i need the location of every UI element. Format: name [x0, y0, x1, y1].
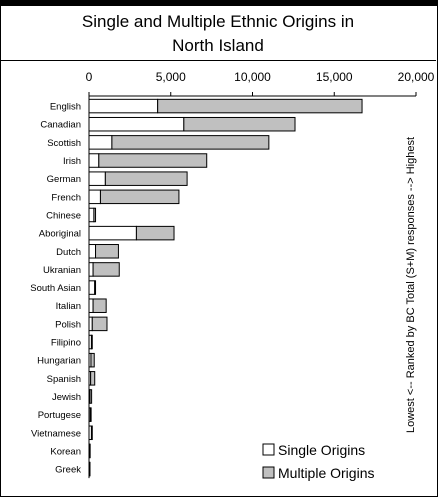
- bar-single-origins: [88, 189, 101, 205]
- bar-multiple-origins: [183, 116, 296, 132]
- category-label: Vietnamese: [31, 428, 81, 439]
- x-tick-label: 20,000: [398, 70, 435, 84]
- bar-multiple-origins: [94, 280, 97, 295]
- category-label: Spanish: [47, 374, 81, 385]
- bar-multiple-origins: [111, 135, 270, 150]
- category-label: Aboriginal: [39, 229, 81, 240]
- bar-multiple-origins: [89, 389, 93, 404]
- top-bar: [0, 0, 438, 6]
- category-label: Polish: [55, 319, 81, 330]
- category-label: Dutch: [56, 247, 81, 258]
- chart-title-line-2: North Island: [172, 36, 264, 55]
- bar-single-origins: [88, 153, 100, 168]
- category-label: Greek: [55, 465, 81, 476]
- bar-single-origins: [88, 116, 185, 132]
- bar-multiple-origins: [90, 425, 93, 441]
- bar-single-origins: [88, 244, 97, 259]
- category-label: Chinese: [46, 210, 81, 221]
- legend-label-multiple: Multiple Origins: [278, 465, 374, 481]
- bar-multiple-origins: [93, 207, 97, 223]
- bar-single-origins: [88, 207, 95, 223]
- side-rank-label: Lowest <-- Ranked by BC Total (S+M) resp…: [405, 137, 417, 433]
- bar-multiple-origins: [89, 443, 91, 459]
- category-label: Hungarian: [37, 356, 81, 367]
- legend-label-single: Single Origins: [278, 442, 365, 458]
- x-tick-label: 10,000: [234, 70, 271, 84]
- category-label: Portugese: [38, 410, 81, 421]
- bar-multiple-origins: [99, 189, 180, 205]
- bar-single-origins: [88, 280, 96, 295]
- category-label: Jewish: [52, 392, 81, 403]
- category-label: English: [50, 102, 81, 113]
- bar-single-origins: [88, 225, 137, 241]
- bar-single-origins: [88, 262, 94, 277]
- category-label: Korean: [50, 446, 81, 457]
- x-tick-label: 15,000: [316, 70, 353, 84]
- bar-multiple-origins: [91, 316, 108, 332]
- chart-title: Single and Multiple Ethnic Origins in No…: [0, 6, 436, 61]
- category-label: Filipino: [51, 338, 81, 349]
- bar-multiple-origins: [98, 153, 208, 168]
- bar-multiple-origins: [157, 98, 363, 114]
- bar-single-origins: [88, 135, 113, 150]
- category-label: Irish: [63, 156, 81, 167]
- category-label: Canadian: [40, 120, 81, 131]
- bar-multiple-origins: [92, 298, 107, 313]
- bar-single-origins: [88, 171, 106, 186]
- bar-multiple-origins: [90, 334, 93, 350]
- bar-multiple-origins: [104, 171, 188, 186]
- bar-single-origins: [88, 298, 94, 313]
- x-tick-label: 0: [86, 70, 93, 84]
- category-label: Ukranian: [43, 265, 81, 276]
- category-label: German: [47, 174, 81, 185]
- x-tick-label: 5,000: [156, 70, 186, 84]
- category-label: French: [51, 192, 81, 203]
- chart-title-line-1: Single and Multiple Ethnic Origins in: [81, 12, 355, 31]
- bar-multiple-origins: [89, 407, 92, 422]
- category-label: South Asian: [30, 283, 81, 294]
- category-label: Scottish: [47, 138, 81, 149]
- bar-multiple-origins: [90, 371, 96, 386]
- bar-multiple-origins: [92, 262, 120, 277]
- bar-multiple-origins: [88, 461, 91, 477]
- bar-multiple-origins: [135, 225, 175, 241]
- category-label: Italian: [56, 301, 81, 312]
- legend-swatch-multiple: [262, 466, 275, 479]
- bar-multiple-origins: [90, 352, 95, 368]
- bar-single-origins: [88, 98, 159, 114]
- bar-multiple-origins: [95, 244, 119, 259]
- legend-swatch-single: [262, 443, 275, 456]
